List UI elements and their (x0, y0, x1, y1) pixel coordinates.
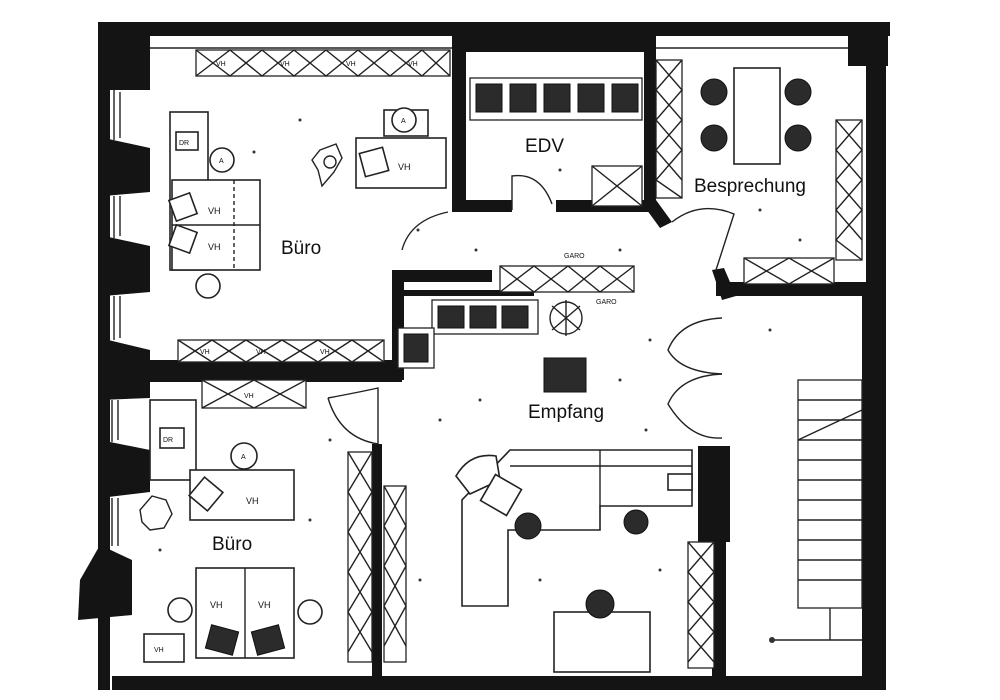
chair (585, 589, 615, 619)
chair (250, 624, 286, 656)
meeting-table (733, 67, 781, 165)
dr-label: DR (179, 140, 189, 147)
room-label-edv: EDV (525, 136, 564, 157)
windows (111, 47, 848, 546)
vh-label: VH (408, 61, 418, 68)
vh-label: VH (200, 349, 210, 356)
floor-texture-dots (158, 118, 802, 582)
vh-label: VH (346, 61, 356, 68)
chair (514, 512, 542, 540)
plant (139, 495, 173, 531)
vh-label: VH (208, 206, 221, 216)
room-label-besprechung: Besprechung (694, 176, 806, 197)
chair (391, 107, 417, 133)
staircase (769, 379, 863, 643)
chair (187, 475, 225, 513)
doors (327, 174, 735, 445)
garo-label: GARO (596, 299, 617, 306)
room-besprechung: Besprechung (654, 59, 863, 285)
top-shelving: VH VH VH VH (195, 49, 451, 77)
bottom-shelving: VH VH VH (177, 339, 385, 363)
vh-label: VH (256, 349, 266, 356)
vh-label: VH (258, 600, 271, 610)
vh-label: VH (216, 61, 226, 68)
office-bottom: VH DR VH A VH VH VH Büro (139, 379, 407, 663)
reception-block (543, 357, 587, 393)
chair (297, 599, 323, 625)
vh-label: VH (154, 647, 164, 654)
vh-label: VH (320, 349, 330, 356)
vh-label: VH (246, 496, 259, 506)
chair (167, 191, 199, 223)
room-empfang: GARO GARO Empfang (397, 253, 715, 673)
vh-label: VH (398, 162, 411, 172)
chair (167, 223, 199, 255)
svg-text:A: A (401, 118, 406, 125)
desk (553, 611, 651, 673)
svg-text:A: A (219, 158, 224, 165)
chair (204, 624, 240, 656)
chair (358, 146, 390, 178)
vh-label: VH (280, 61, 290, 68)
vh-label: VH (210, 600, 223, 610)
vh-label: VH (208, 242, 221, 252)
room-label-buero-top: Büro (281, 238, 321, 259)
office-top: VH VH VH VH DR VH VH A A VH (167, 49, 451, 363)
chair (195, 273, 221, 299)
chair (784, 78, 812, 106)
room-label-empfang: Empfang (528, 402, 604, 423)
chair (167, 597, 193, 623)
dr-label: DR (163, 437, 173, 444)
chair (700, 78, 728, 106)
room-edv: EDV (469, 77, 643, 207)
chair (230, 442, 258, 470)
interior-walls (112, 36, 886, 676)
vh-label: VH (244, 393, 254, 400)
chair (700, 124, 728, 152)
plant (311, 143, 343, 188)
svg-text:A: A (241, 454, 246, 461)
chair (784, 124, 812, 152)
chair (623, 509, 649, 535)
room-label-buero-bottom: Büro (212, 534, 252, 555)
chair (209, 147, 235, 173)
garo-label: GARO (564, 253, 585, 260)
